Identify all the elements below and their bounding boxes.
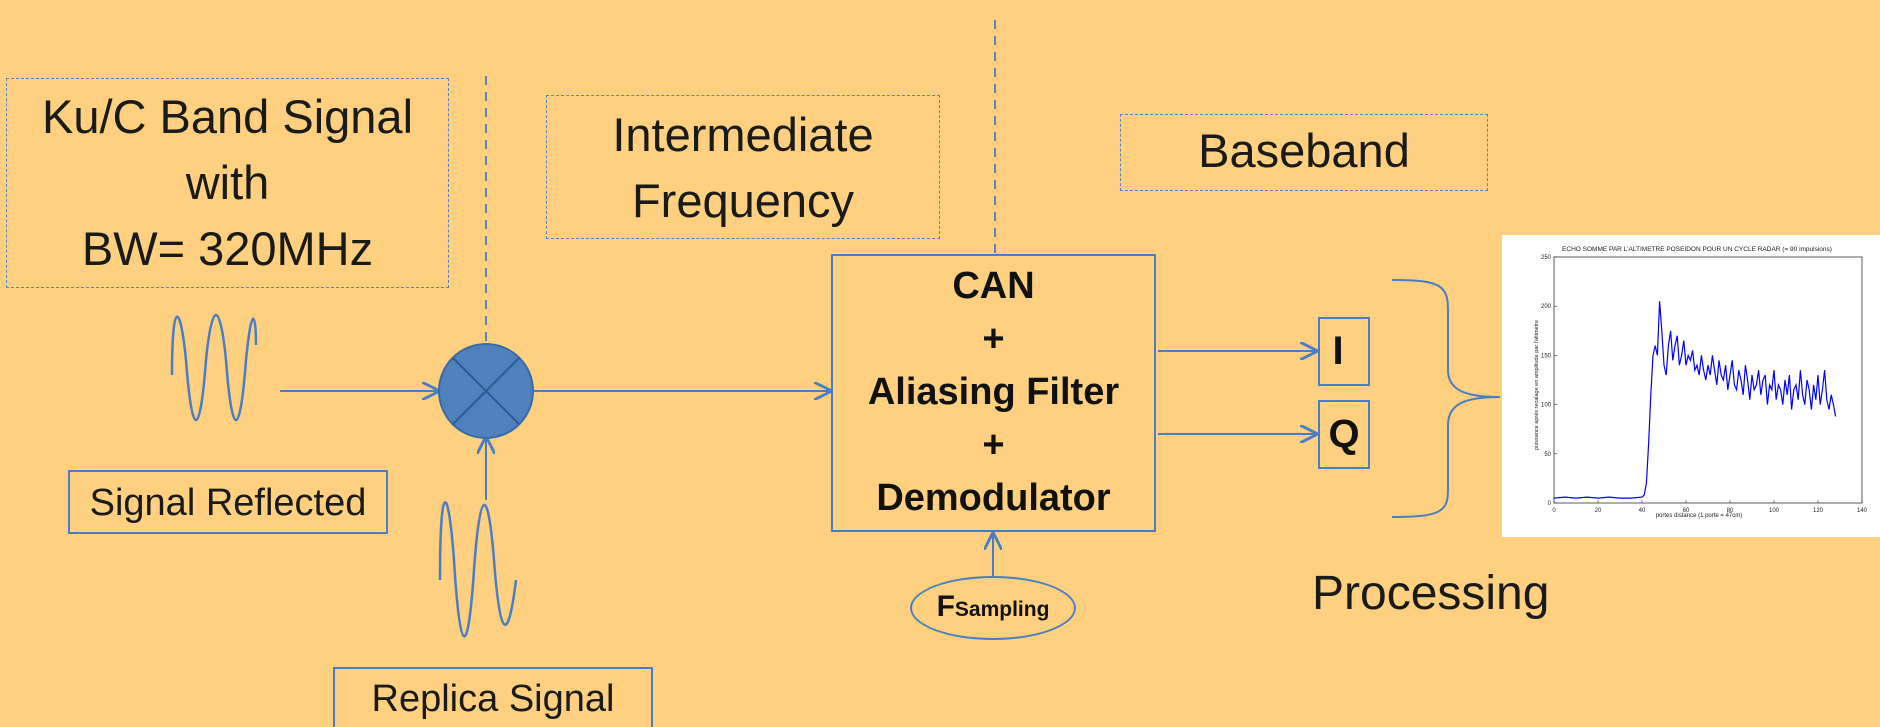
- x-tick-label: 80: [1727, 508, 1734, 514]
- y-tick-label: 150: [1541, 353, 1552, 359]
- chart-xlabel: portes distance (1 porte = 47cm): [1656, 513, 1743, 519]
- processor-line-plus-1: +: [982, 318, 1005, 360]
- intermediate-line-2: Frequency: [631, 174, 855, 227]
- sampling-frequency-ellipse: FSampling: [910, 576, 1076, 640]
- y-tick-label: 100: [1541, 403, 1552, 409]
- replica-signal-box: [333, 667, 653, 727]
- x-tick-label: 40: [1639, 508, 1646, 514]
- y-tick-label: 250: [1541, 255, 1552, 261]
- x-tick-label: 100: [1769, 508, 1780, 514]
- processor-line-plus-2: +: [982, 424, 1005, 466]
- echo-series-line: [1553, 301, 1837, 499]
- mixer-icon: [438, 343, 534, 439]
- y-tick-label: 200: [1541, 304, 1552, 310]
- baseband-label: Baseband: [1198, 124, 1410, 177]
- intermediate-line-1: Intermediate: [612, 108, 874, 161]
- processor-line-can: CAN: [952, 265, 1035, 307]
- sampling-subscript: Sampling: [954, 598, 1050, 621]
- chart-axes: 0 20 40 60 80 100 120 140 0 50 100 150 200 250: [1541, 255, 1868, 514]
- chart-ylabel: puissance après recalage en amplitude pa…: [1534, 320, 1540, 450]
- x-tick-label: 60: [1683, 508, 1690, 514]
- processor-label: CAN + Aliasing Filter + Demodulator: [831, 260, 1156, 525]
- processor-line-demod: Demodulator: [876, 477, 1111, 519]
- i-channel-box: [1318, 317, 1370, 386]
- processing-label: Processing: [1312, 567, 1550, 620]
- q-channel-box: [1318, 400, 1370, 469]
- replica-sine-icon: [438, 501, 518, 638]
- y-tick-label: 50: [1544, 452, 1551, 458]
- rf-band-box: [6, 78, 449, 288]
- sampling-f: F: [936, 590, 955, 623]
- x-tick-label: 20: [1595, 508, 1602, 514]
- x-tick-label: 120: [1813, 508, 1824, 514]
- q-channel-label: Q: [1328, 412, 1360, 456]
- chart-title: ECHO SOMME PAR L'ALTIMETRE POSEIDON POUR…: [1562, 246, 1832, 253]
- rf-band-line-2: with: [185, 156, 270, 209]
- reflected-sine-icon: [170, 313, 258, 421]
- baseband-box: [1120, 114, 1488, 191]
- processor-line-filter: Aliasing Filter: [867, 371, 1120, 413]
- rf-band-line-3: BW= 320MHz: [81, 222, 374, 275]
- signal-reflected-label: Signal Reflected: [89, 482, 367, 524]
- y-tick-label: 0: [1548, 501, 1552, 507]
- intermediate-frequency-box: [546, 95, 940, 239]
- echo-waveform-svg: ECHO SOMME PAR L'ALTIMETRE POSEIDON POUR…: [1534, 246, 1868, 519]
- signal-reflected-box: [68, 470, 388, 534]
- replica-signal-label: Replica Signal: [371, 678, 615, 720]
- i-channel-label: I: [1332, 329, 1344, 373]
- intermediate-frequency-label: Intermediate Frequency: [546, 102, 940, 234]
- processor-block: [831, 254, 1156, 532]
- x-tick-label: 140: [1857, 508, 1868, 514]
- brace-icon: [1391, 279, 1501, 518]
- chart-plot-frame: [1553, 256, 1863, 504]
- x-tick-label: 0: [1552, 508, 1556, 514]
- rf-band-label: Ku/C Band Signal with BW= 320MHz: [6, 84, 449, 282]
- rf-band-line-1: Ku/C Band Signal: [41, 90, 414, 143]
- echo-waveform-chart: ECHO SOMME PAR L'ALTIMETRE POSEIDON POUR…: [1502, 235, 1880, 537]
